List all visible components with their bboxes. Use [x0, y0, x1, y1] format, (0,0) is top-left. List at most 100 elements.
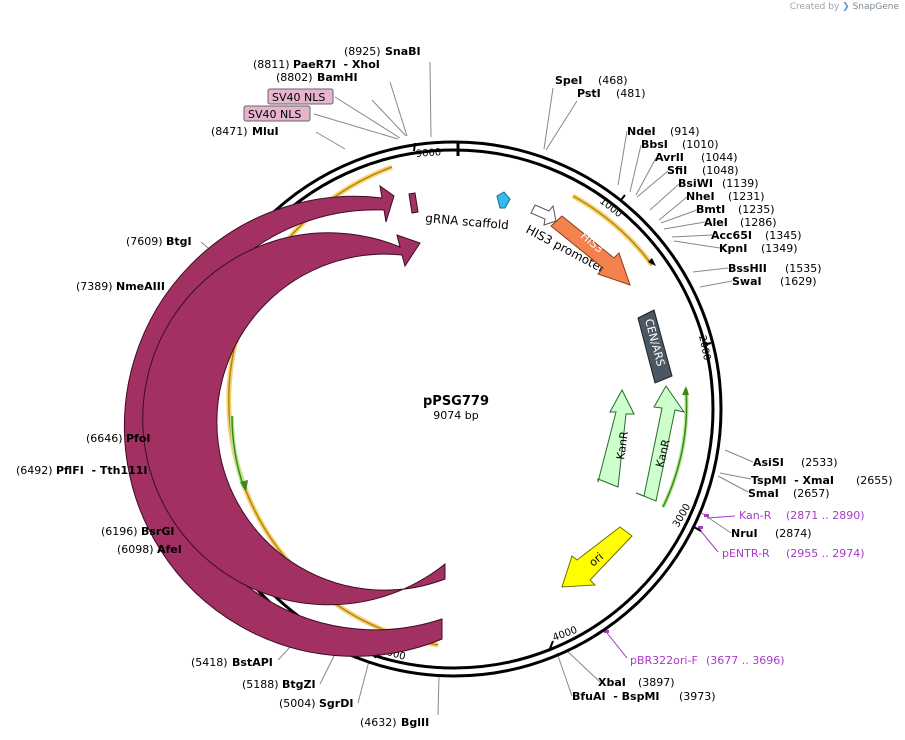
site-name: SfiI: [667, 164, 687, 177]
site-label-pfoi: (6646) PfoI: [86, 432, 151, 445]
site-label-bsshii: BssHII (1535): [728, 262, 822, 275]
sv40-nls-label-2: SV40 NLS: [248, 108, 301, 121]
snapgene-logo-icon: ❯: [842, 2, 850, 12]
kanr-orf-arrow-head: [682, 386, 689, 395]
primer-label-pbr322ori-f: pBR322ori-F (3677 .. 3696): [630, 654, 785, 667]
site-pos: (7389): [76, 280, 113, 293]
site-name: BmtI: [696, 203, 725, 216]
site-label-mlui: (8471) MluI: [211, 125, 279, 138]
his3-feature: [550, 215, 631, 286]
site-name: BtgI: [166, 235, 192, 248]
site-label-tspmi-xmai: TspMI - XmaI (2655): [751, 474, 893, 487]
cen-ars-feature: [637, 309, 673, 384]
site-pos: (1345): [765, 229, 802, 242]
site-pos: (8811): [253, 58, 290, 71]
site-name: PfoI: [126, 432, 151, 445]
site-pos: (8802): [276, 71, 313, 84]
his3-promoter-feature: [530, 204, 557, 226]
site-label-bamhi: (8802) BamHI: [276, 71, 358, 84]
site-name: AsiSI: [753, 456, 784, 469]
site-name: SgrDI: [319, 697, 353, 710]
site-label-sgrdi: (5004) SgrDI: [279, 697, 353, 710]
site-label-bstapi: (5418) BstAPI: [191, 656, 273, 669]
site-pos: (2657): [793, 487, 830, 500]
cas9-orf-arrow-head: [240, 480, 248, 492]
plasmid-name: pPSG779: [423, 394, 489, 409]
site-name: BtgZI: [282, 678, 316, 691]
site-pos: (1139): [722, 177, 759, 190]
cas9-orf-arc: [230, 415, 246, 489]
site-pos: (1629): [780, 275, 817, 288]
site-label-alei: AleI (1286): [704, 216, 777, 229]
credit-prefix: Created by: [789, 2, 840, 12]
site-name: NheI: [686, 190, 715, 203]
site-label-smai: SmaI (2657): [748, 487, 830, 500]
site-pos: (1349): [761, 242, 798, 255]
site-pos: (3897): [638, 676, 675, 689]
primer-mark-pentr-r: [698, 526, 703, 529]
site-pos: (1286): [740, 216, 777, 229]
site-name: MluI: [252, 125, 279, 138]
site-name: PstI: [577, 87, 601, 100]
site-label-afei: (6098) AfeI: [117, 543, 182, 556]
site-pos: (1010): [682, 138, 719, 151]
site-name: SmaI: [748, 487, 779, 500]
grna-scaffold-feature: [496, 191, 511, 209]
site-pos: (1535): [785, 262, 822, 275]
site-name: Acc65I: [711, 229, 752, 242]
site-name: BglII: [401, 716, 429, 729]
site-pos: (1235): [738, 203, 775, 216]
site-name: SpeI: [555, 74, 582, 87]
site-label-nmeaiii: (7389) NmeAIII: [76, 280, 165, 293]
site-label-bmti: BmtI (1235): [696, 203, 775, 216]
ori-feature: [561, 526, 633, 588]
site-pos: (7609): [126, 235, 163, 248]
site-name: NmeAIII: [116, 280, 165, 293]
site-pos: (5188): [242, 678, 279, 691]
site-pos: (4632): [360, 716, 397, 729]
site-pos: (6646): [86, 432, 123, 445]
primer-range: (2871 .. 2890): [786, 509, 865, 522]
site-pos: (6098): [117, 543, 154, 556]
cas9-inner-feature: [142, 232, 446, 606]
site-pos: (8471): [211, 125, 248, 138]
kanr-inner-label: KanR: [614, 430, 631, 460]
tick-4000: 4000: [551, 625, 579, 644]
site-label-nrui: NruI (2874): [731, 527, 812, 540]
primer-range: (2955 .. 2974): [786, 547, 865, 560]
site-pos: (5004): [279, 697, 316, 710]
site-name: BstAPI: [232, 656, 273, 669]
primer-label-pentr-r: pENTR-R (2955 .. 2974): [722, 547, 865, 560]
site-name: BbsI: [641, 138, 668, 151]
site-name: BsrGI: [141, 525, 174, 538]
site-label-xbai: XbaI (3897): [598, 676, 675, 689]
site-label-avrii: AvrII (1044): [655, 151, 738, 164]
primer-name: Kan-R: [739, 509, 772, 522]
site-name: SwaI: [732, 275, 762, 288]
sv40-nls-box-1: [267, 88, 334, 105]
site-name: AfeI: [157, 543, 182, 556]
site-name: AvrII: [655, 151, 684, 164]
site-label-bfuai-bspmi: BfuAI - BspMI (3973): [572, 690, 716, 703]
site-pos: (2533): [801, 456, 838, 469]
primer-label-kan-r: Kan-R (2871 .. 2890): [739, 509, 865, 522]
site-label-asisi: AsiSI (2533): [753, 456, 838, 469]
site-label-bsiwi: BsiWI (1139): [678, 177, 759, 190]
site-pos: (2874): [775, 527, 812, 540]
tick-2000: 2000: [696, 334, 712, 361]
site-name: BfuAI - BspMI: [572, 690, 660, 703]
primer-mark-kan-r: [704, 514, 709, 517]
site-pos: (481): [616, 87, 646, 100]
primer-range: (3677 .. 3696): [706, 654, 785, 667]
orf-arc-top-right-line: [572, 195, 653, 266]
site-pos: (8925): [344, 45, 381, 58]
site-label-bbsi: BbsI (1010): [641, 138, 719, 151]
kanr-outer-feature: [635, 385, 686, 502]
site-name: KpnI: [719, 242, 747, 255]
site-pos: (1044): [701, 151, 738, 164]
site-pos: (6196): [101, 525, 138, 538]
site-pos: (914): [670, 125, 700, 138]
site-name: NdeI: [627, 125, 656, 138]
site-label-spei: SpeI (468): [555, 74, 628, 87]
